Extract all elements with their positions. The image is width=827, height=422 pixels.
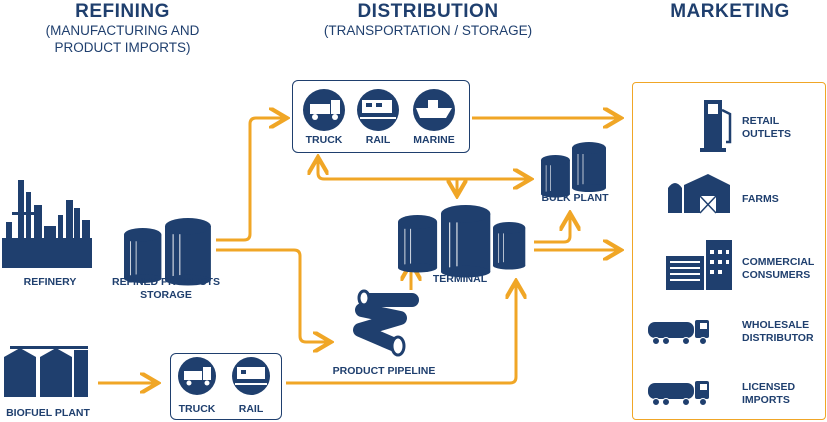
arrow-storage-to-pipeline [216, 248, 328, 342]
distribution-title: DISTRIBUTION [357, 1, 499, 22]
rail-icon-top [357, 89, 399, 131]
licensed-line1: LICENSED [742, 381, 796, 393]
distribution-subtitle: (TRANSPORTATION / STORAGE) [323, 23, 533, 38]
licensed-line2: IMPORTS [742, 394, 790, 406]
biofuel-plant-label: BIOFUEL PLANT [6, 407, 90, 419]
marketing-item-commercial: COMMERCIAL CONSUMERS [742, 256, 814, 282]
buildings-icon [666, 240, 732, 290]
refinery-icon [2, 180, 92, 268]
farms-line1: FARMS [742, 193, 779, 205]
refining-title: REFINING [75, 1, 170, 22]
refining-header: REFINING (MANUFACTURING AND PRODUCT IMPO… [20, 2, 225, 56]
transport-top-rail-label: RAIL [365, 134, 391, 146]
truck-icon-bottom [178, 357, 216, 395]
tanker-truck-icon-wholesale [647, 319, 710, 345]
arrow-transport-to-terminal [286, 284, 516, 385]
marketing-item-farms: FARMS [742, 193, 779, 206]
wholesale-line1: WHOLESALE [742, 319, 810, 331]
truck-icon-top [303, 89, 345, 131]
transport-bottom-truck-label: TRUCK [178, 403, 216, 415]
commercial-line2: CONSUMERS [742, 269, 811, 281]
transport-top-marine-label: MARINE [413, 134, 455, 146]
rail-icon-bottom [232, 357, 270, 395]
marketing-item-licensed: LICENSED IMPORTS [742, 381, 795, 407]
transport-bottom-rail-label: RAIL [238, 403, 264, 415]
retail-line1: RETAIL [742, 115, 780, 127]
biofuel-silos-icon [4, 346, 88, 397]
marketing-item-wholesale: WHOLESALE DISTRIBUTOR [742, 319, 814, 345]
product-pipeline-icon [353, 289, 419, 357]
marine-icon-top [413, 89, 455, 131]
terminal-tanks-icon [397, 204, 526, 279]
product-pipeline-label: PRODUCT PIPELINE [332, 365, 436, 377]
arrow-terminal-to-bulk [534, 216, 570, 244]
marketing-title: MARKETING [670, 1, 790, 22]
arrow-storage-to-transport [216, 118, 284, 242]
tanker-truck-icon-licensed [647, 380, 710, 406]
terminal-label: TERMINAL [432, 273, 488, 285]
refinery-label: REFINERY [23, 276, 77, 288]
retail-line2: OUTLETS [742, 128, 791, 140]
commercial-line1: COMMERCIAL [742, 256, 815, 268]
distribution-header: DISTRIBUTION (TRANSPORTATION / STORAGE) [308, 2, 548, 39]
bulk-plant-tanks-icon [540, 141, 607, 198]
marketing-item-retail: RETAIL OUTLETS [742, 115, 791, 141]
arrow-two-way-transport-bulk [316, 163, 528, 179]
refined-storage-label-1: REFINED PRODUCTS [112, 276, 220, 288]
refining-subtitle-2: PRODUCT IMPORTS) [54, 40, 191, 55]
marketing-header: MARKETING [640, 2, 820, 22]
barn-icon [668, 174, 730, 214]
transport-top-truck-label: TRUCK [305, 134, 343, 146]
flow-arrows [98, 118, 618, 383]
refining-subtitle-1: (MANUFACTURING AND [45, 23, 200, 38]
fuel-pump-icon [700, 100, 732, 152]
bulk-plant-label: BULK PLANT [541, 192, 609, 204]
refined-storage-label-2: STORAGE [140, 289, 192, 301]
wholesale-line2: DISTRIBUTOR [742, 332, 814, 344]
